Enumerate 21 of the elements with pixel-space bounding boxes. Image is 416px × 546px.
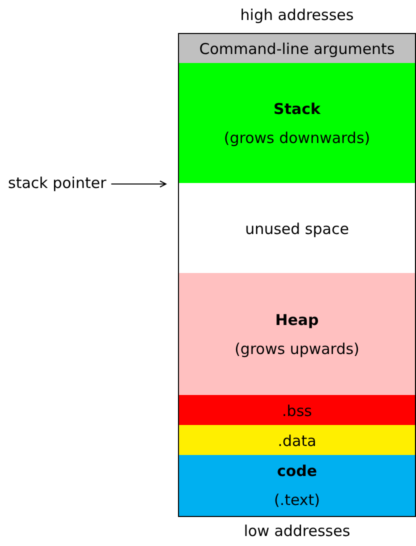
segment-title: Stack (274, 100, 320, 118)
segment-label: .bss (282, 402, 312, 420)
segment-label: .data (278, 432, 316, 450)
segment-label: Command-line arguments (199, 40, 395, 58)
memory-segment (178, 273, 416, 397)
memory-segment (178, 455, 416, 517)
low-address-label: low addresses (244, 522, 350, 540)
pointer-label: stack pointer (8, 174, 106, 192)
arrow (110, 180, 166, 188)
segment-title: Heap (275, 311, 319, 329)
high-address-label: high addresses (240, 6, 354, 24)
memory-segment (178, 63, 416, 185)
memory-segment (178, 33, 416, 65)
memory-segment (178, 183, 416, 275)
segment-title: code (276, 462, 318, 480)
segment-label: (.text) (274, 491, 320, 509)
memory-segment (178, 425, 416, 457)
segment-label: unused space (245, 220, 349, 238)
segment-label: (grows downwards) (224, 129, 370, 147)
segment-label: (grows upwards) (234, 340, 360, 358)
memory-segment (178, 395, 416, 427)
